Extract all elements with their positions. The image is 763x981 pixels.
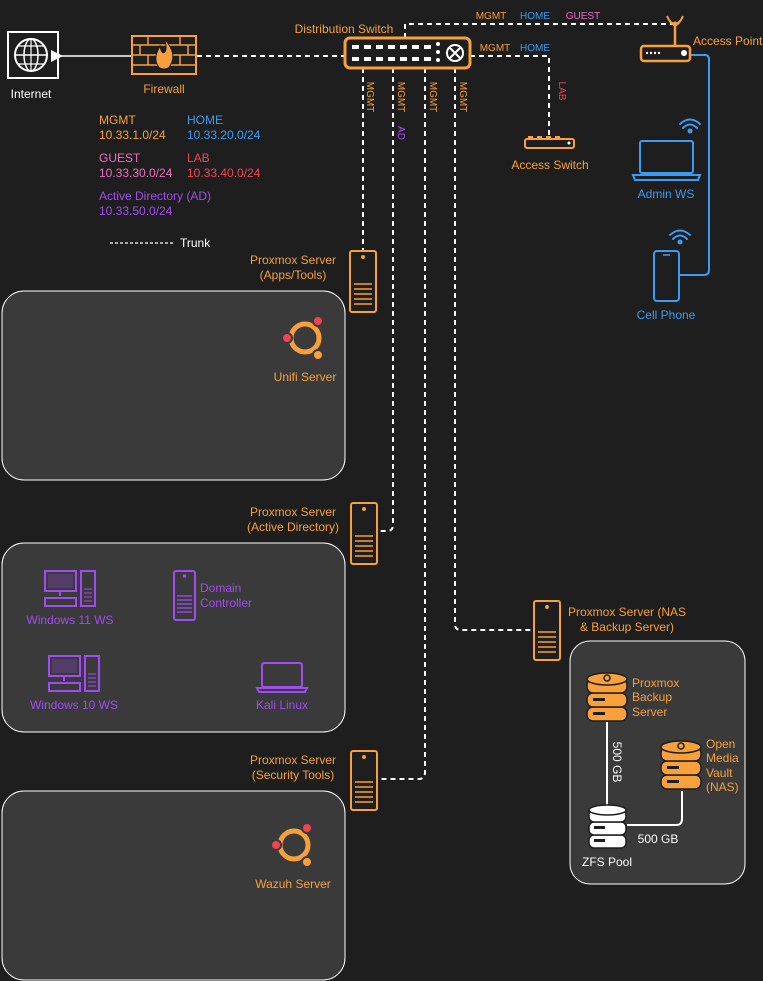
- server-icon[interactable]: [349, 250, 377, 313]
- legend-ad-name: Active Directory (AD): [99, 189, 211, 203]
- drop-nas-label: MGMT: [457, 82, 468, 113]
- access-switch-label: Access Switch: [511, 158, 588, 172]
- omv-label-1: Open: [706, 737, 735, 751]
- drop-security-label: MGMT: [427, 82, 438, 113]
- zfs-pool-label: ZFS Pool: [582, 855, 632, 869]
- firewall-label: Firewall: [143, 82, 184, 96]
- proxmox-security-label-2: (Security Tools): [252, 768, 334, 782]
- access-point-label: Access Point: [693, 34, 763, 48]
- laptop-icon[interactable]: [255, 662, 309, 693]
- legend-mgmt-name: MGMT: [99, 113, 136, 127]
- database-icon[interactable]: [586, 672, 628, 722]
- ap-mgmt-label: MGMT: [480, 43, 511, 54]
- zfs-omv-link: [627, 791, 683, 826]
- legend-mgmt-subnet: 10.33.1.0/24: [99, 128, 166, 142]
- pbs-label-1: Proxmox: [632, 676, 679, 690]
- legend-guest-name: GUEST: [99, 151, 141, 165]
- apps-panel: [1, 290, 346, 481]
- drop-ad-label: AD: [395, 126, 406, 140]
- switch-access-switch-trunk: [470, 55, 550, 137]
- admin-ws-label: Admin WS: [638, 187, 695, 201]
- cell-phone-label: Cell Phone: [637, 308, 696, 322]
- desktop-icon[interactable]: [44, 570, 96, 607]
- ad-panel: [1, 542, 346, 733]
- database-icon[interactable]: [660, 740, 702, 790]
- proxmox-security-label-1: Proxmox Server: [250, 753, 336, 767]
- distribution-switch-icon[interactable]: [343, 36, 472, 70]
- globe-icon[interactable]: [7, 31, 59, 79]
- distribution-switch-label: Distribution Switch: [295, 22, 394, 36]
- unifi-server-label: Unifi Server: [274, 370, 337, 384]
- pbs-label-3: Server: [632, 705, 667, 719]
- server-icon[interactable]: [533, 600, 561, 661]
- wifi-icon: [669, 229, 691, 245]
- omv-label-3: Vault: [706, 766, 733, 780]
- wifi-icon: [679, 118, 701, 134]
- legend-ad-subnet: 10.33.50.0/24: [99, 204, 173, 218]
- ap-clients-link: [679, 54, 710, 276]
- storage-500-vertical-label: 500 GB: [610, 742, 624, 783]
- legend-guest-subnet: 10.33.30.0/24: [99, 166, 173, 180]
- access-point-icon[interactable]: [639, 15, 692, 63]
- drop-ad-mgmt-label: MGMT: [395, 82, 406, 113]
- windows10-label: Windows 10 WS: [30, 698, 118, 712]
- drop-apps-label: MGMT: [364, 82, 375, 113]
- proxmox-ad-label-1: Proxmox Server: [250, 505, 336, 519]
- ubuntu-icon: [270, 822, 313, 868]
- lab-link-label: LAB: [556, 82, 567, 101]
- vlan-legend: MGMT 10.33.1.0/24 HOME 10.33.20.0/24 GUE…: [99, 113, 261, 250]
- desktop-icon[interactable]: [48, 655, 100, 692]
- domain-controller-label-1: Domain: [200, 581, 241, 595]
- omv-label-4: (NAS): [706, 780, 739, 794]
- legend-lab-subnet: 10.33.40.0/24: [187, 166, 261, 180]
- kali-linux-label: Kali Linux: [256, 698, 308, 712]
- security-panel: [1, 790, 346, 981]
- legend-trunk-label: Trunk: [180, 236, 211, 250]
- pbs-label-2: Backup: [632, 690, 672, 704]
- server-icon[interactable]: [350, 502, 378, 565]
- access-switch-icon[interactable]: [524, 136, 575, 149]
- top-home-label: HOME: [520, 11, 550, 22]
- ap-home-label: HOME: [520, 43, 550, 54]
- drop-ad: [379, 68, 394, 532]
- drop-security: [379, 68, 426, 780]
- proxmox-nas-label-2: & Backup Server): [580, 620, 674, 634]
- drop-nas: [454, 68, 533, 631]
- omv-label-2: Media: [706, 751, 739, 765]
- proxmox-apps-label-1: Proxmox Server: [250, 253, 336, 267]
- domain-controller-label-2: Controller: [200, 596, 252, 610]
- ubuntu-icon: [281, 315, 324, 361]
- server-icon[interactable]: [173, 570, 196, 621]
- legend-lab-name: LAB: [187, 151, 210, 165]
- proxmox-apps-label-2: (Apps/Tools): [260, 268, 327, 282]
- legend-home-subnet: 10.33.20.0/24: [187, 128, 261, 142]
- proxmox-nas-label-1: Proxmox Server (NAS: [568, 605, 686, 619]
- storage-500-horizontal-label: 500 GB: [638, 832, 679, 846]
- proxmox-ad-label-2: (Active Directory): [247, 520, 339, 534]
- phone-icon[interactable]: [653, 250, 680, 302]
- laptop-icon[interactable]: [631, 140, 702, 181]
- legend-home-name: HOME: [187, 113, 223, 127]
- internet-label: Internet: [11, 87, 52, 101]
- top-guest-label: GUEST: [566, 11, 600, 22]
- windows11-label: Windows 11 WS: [26, 613, 113, 627]
- top-mgmt-label: MGMT: [476, 11, 507, 22]
- database-icon[interactable]: [588, 804, 627, 849]
- wazuh-server-label: Wazuh Server: [255, 877, 331, 891]
- firewall-icon[interactable]: [131, 35, 197, 75]
- server-icon[interactable]: [350, 750, 378, 811]
